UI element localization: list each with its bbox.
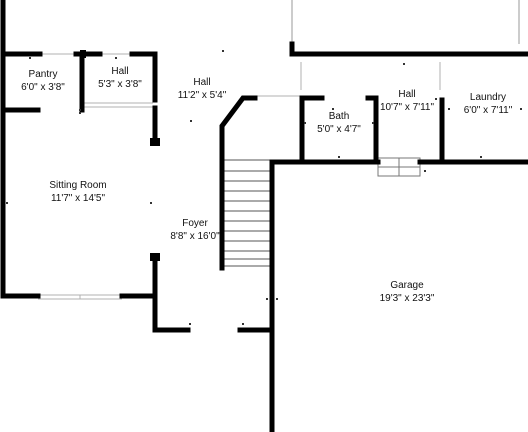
room-garage: Garage 19'3" x 23'3" <box>380 280 435 304</box>
room-sitting-room: Sitting Room 11'7" x 14'5" <box>49 180 106 204</box>
exterior-thin-lines <box>291 0 520 44</box>
room-hall-upper: Hall 11'2" x 5'4" <box>178 77 227 101</box>
door-openings <box>38 53 441 300</box>
laundry-name: Laundry <box>470 92 506 103</box>
hall-right-dims: 10'7" x 7'11" <box>380 102 435 113</box>
room-hall-small: Hall 5'3" x 3'8" <box>98 66 142 90</box>
bath-dims: 5'0" x 4'7" <box>317 124 361 135</box>
dimension-ticks <box>6 50 522 325</box>
hall-small-name: Hall <box>111 66 128 77</box>
pantry-name: Pantry <box>29 69 58 80</box>
pantry-dims: 6'0" x 3'8" <box>21 82 65 93</box>
staircase <box>223 159 271 267</box>
hall-upper-dims: 11'2" x 5'4" <box>178 90 227 101</box>
bath-name: Bath <box>329 111 350 122</box>
room-pantry: Pantry 6'0" x 3'8" <box>21 69 65 93</box>
hall-right-name: Hall <box>398 89 415 100</box>
garage-dims: 19'3" x 23'3" <box>380 293 435 304</box>
foyer-name: Foyer <box>182 218 208 229</box>
foyer-dims: 8'8" x 16'0" <box>170 231 220 242</box>
wall-columns <box>80 50 160 261</box>
garage-name: Garage <box>390 280 424 291</box>
hall-upper-name: Hall <box>193 77 210 88</box>
room-laundry: Laundry 6'0" x 7'11" <box>464 92 513 116</box>
room-foyer: Foyer 8'8" x 16'0" <box>170 218 220 242</box>
sitting-room-dims: 11'7" x 14'5" <box>51 193 106 204</box>
laundry-dims: 6'0" x 7'11" <box>464 105 513 116</box>
room-bath: Bath 5'0" x 4'7" <box>317 111 361 135</box>
hall-small-dims: 5'3" x 3'8" <box>98 79 142 90</box>
sitting-room-name: Sitting Room <box>49 180 106 191</box>
room-hall-right: Hall 10'7" x 7'11" <box>380 89 435 113</box>
garage-step <box>377 157 421 177</box>
